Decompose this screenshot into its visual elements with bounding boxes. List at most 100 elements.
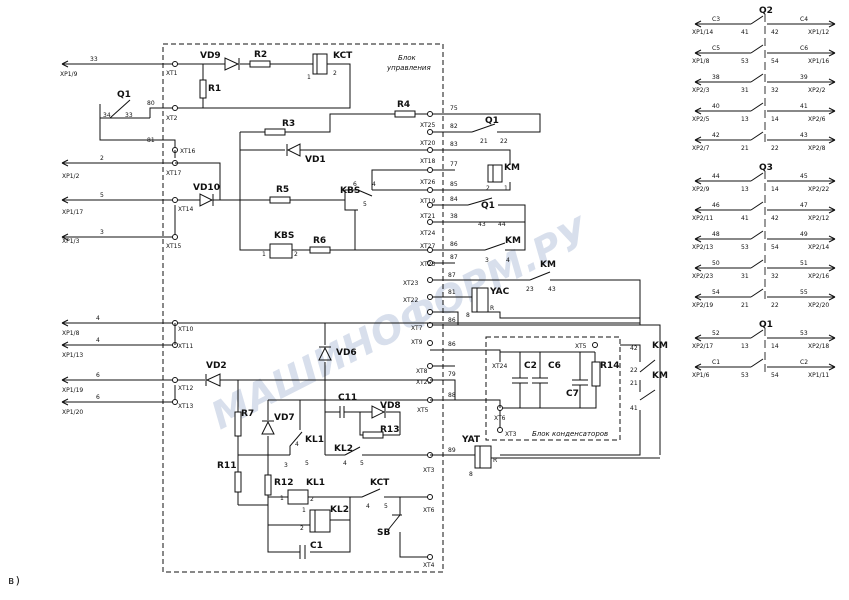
rp-q2-row-3-arrows (694, 107, 836, 115)
rp-q1-row-0-wire (695, 329, 835, 339)
rp-q2-row-2-left-xp: XP2/3 (692, 87, 710, 94)
svg-text:38: 38 (450, 213, 458, 220)
xt6-xt4-terminals: XT6 XT4 (423, 494, 435, 569)
svg-text:KM: KM (652, 341, 668, 351)
svg-text:R13: R13 (380, 425, 399, 435)
svg-text:C2: C2 (524, 361, 537, 371)
km-contact-3-4: KM 3 4 (455, 222, 526, 264)
svg-text:4: 4 (366, 503, 370, 510)
rp-q1-row-1-contact-out: 54 (771, 372, 779, 379)
svg-text:R: R (493, 457, 497, 464)
svg-text:KCT: KCT (370, 478, 390, 488)
c1-capacitor: C1 (299, 541, 323, 559)
rp-q2-row-2-right-wire: 39 (800, 74, 808, 81)
xt3-terminal: XT3 89 (423, 447, 475, 474)
svg-text:R11: R11 (217, 461, 236, 471)
control-block-title-1: Блок (398, 54, 417, 62)
rp-q2-row-0-right-xp: XP1/12 (808, 29, 829, 36)
sb-button: SB (377, 497, 430, 558)
r2-resistor: R2 (249, 50, 271, 68)
svg-text:R12: R12 (274, 478, 293, 488)
rp-q3-row-2-contact-out: 54 (771, 244, 779, 251)
svg-text:87: 87 (450, 254, 458, 261)
svg-text:R3: R3 (282, 119, 295, 129)
kbs-coil-r6: KBS 1 2 R6 (262, 210, 430, 259)
rp-q2-row-3-left-xp: XP2/5 (692, 116, 710, 123)
svg-text:42: 42 (630, 345, 638, 352)
rp-q3-row-3-right-wire: 51 (800, 260, 808, 267)
rp-q3-row-0-left-xp: XP2/9 (692, 186, 710, 193)
rp-q2-row-2-right-xp: XP2/2 (808, 87, 826, 94)
svg-text:VD1: VD1 (305, 155, 326, 165)
svg-text:84: 84 (450, 196, 458, 203)
kct-relay: KCT 1 2 (307, 51, 353, 81)
rp-q2-row-2-contact-out: 32 (771, 87, 779, 94)
rp-q1-row-0-right-wire: 53 (800, 330, 808, 337)
svg-text:KCT: KCT (333, 51, 353, 61)
kl2-coil: KL2 1 2 (267, 497, 351, 553)
svg-text:KM: KM (505, 236, 521, 246)
xt11-line: XT11 XP1/13 4 (61, 323, 193, 359)
rp-q1-row-1-right-wire: C2 (800, 359, 808, 366)
rp-q2-row-1-contact-out: 54 (771, 58, 779, 65)
rp-q3-row-3-arrows (694, 264, 836, 272)
rp-q3-row-1-left-xp: XP2/11 (692, 215, 713, 222)
rp-q3-row-1-right-xp: XP2/12 (808, 215, 829, 222)
rp-q2-row-4-contact-out: 22 (771, 145, 779, 152)
rp-q3-row-3-right-xp: XP2/16 (808, 273, 829, 280)
svg-text:1: 1 (302, 507, 306, 514)
svg-text:XT11: XT11 (178, 343, 193, 350)
svg-text:XT28: XT28 (416, 379, 431, 386)
control-block-title-2: управления (386, 64, 431, 72)
rp-q3-row-4-arrows (694, 293, 836, 301)
svg-text:43: 43 (478, 221, 486, 228)
svg-text:KBS: KBS (274, 231, 294, 241)
svg-text:XT22: XT22 (403, 297, 418, 304)
rp-q3-row-3-contact-in: 31 (741, 273, 749, 280)
svg-text:XP1/9: XP1/9 (60, 71, 78, 78)
svg-text:XP1/17: XP1/17 (62, 209, 83, 216)
svg-text:XT10: XT10 (178, 326, 193, 333)
svg-text:22: 22 (500, 138, 508, 145)
q1-contact-21-22: Q1 21 22 (455, 113, 541, 145)
rp-q2-row-3-contact-out: 14 (771, 116, 779, 123)
svg-text:33: 33 (90, 56, 98, 63)
svg-text:87: 87 (448, 272, 456, 279)
rp-q3-row-2-left-xp: XP2/13 (692, 244, 713, 251)
svg-text:82: 82 (450, 123, 458, 130)
svg-text:XT27: XT27 (420, 243, 435, 250)
svg-text:4: 4 (506, 257, 510, 264)
svg-text:KM: KM (540, 260, 556, 270)
svg-text:KM: KM (504, 163, 520, 173)
svg-text:XT23: XT23 (403, 280, 418, 287)
kl2-contact: KL2 4 5 (325, 444, 430, 467)
svg-text:XT25: XT25 (420, 122, 435, 129)
yac-section: KM 23 43 YAC 8 R XT23 XT22 XT7 XT9 87 81… (403, 260, 661, 455)
svg-text:3: 3 (485, 257, 489, 264)
rp-q2-row-3-right-wire: 41 (800, 103, 808, 110)
rp-q3-row-1-contact-out: 42 (771, 215, 779, 222)
svg-text:XT16: XT16 (180, 148, 195, 155)
c11-vd8-r13: C11 VD8 R13 (324, 393, 401, 455)
svg-text:21: 21 (630, 380, 638, 387)
rp-q3-row-4-left-xp: XP2/19 (692, 302, 713, 309)
svg-text:5: 5 (100, 192, 104, 199)
svg-text:XT19: XT19 (420, 198, 435, 205)
rp-q3-row-2-wire (695, 230, 835, 240)
svg-text:86: 86 (450, 241, 458, 248)
svg-text:R14: R14 (600, 361, 619, 371)
svg-text:VD2: VD2 (206, 361, 227, 371)
rp-q2-row-0-left-xp: XP1/14 (692, 29, 713, 36)
svg-text:XT12: XT12 (178, 385, 193, 392)
svg-text:KBS: KBS (340, 186, 360, 196)
rp-q3-row-1-wire (695, 201, 835, 211)
svg-text:XP1/2: XP1/2 (62, 173, 80, 180)
rp-q3-row-4-contact-out: 22 (771, 302, 779, 309)
svg-text:86: 86 (448, 341, 456, 348)
svg-text:6: 6 (353, 181, 357, 188)
rp-q2-row-3-left-wire: 40 (712, 103, 720, 110)
svg-text:6: 6 (96, 394, 100, 401)
svg-text:R1: R1 (208, 84, 221, 94)
rp-q3-row-4-contact-in: 21 (741, 302, 749, 309)
